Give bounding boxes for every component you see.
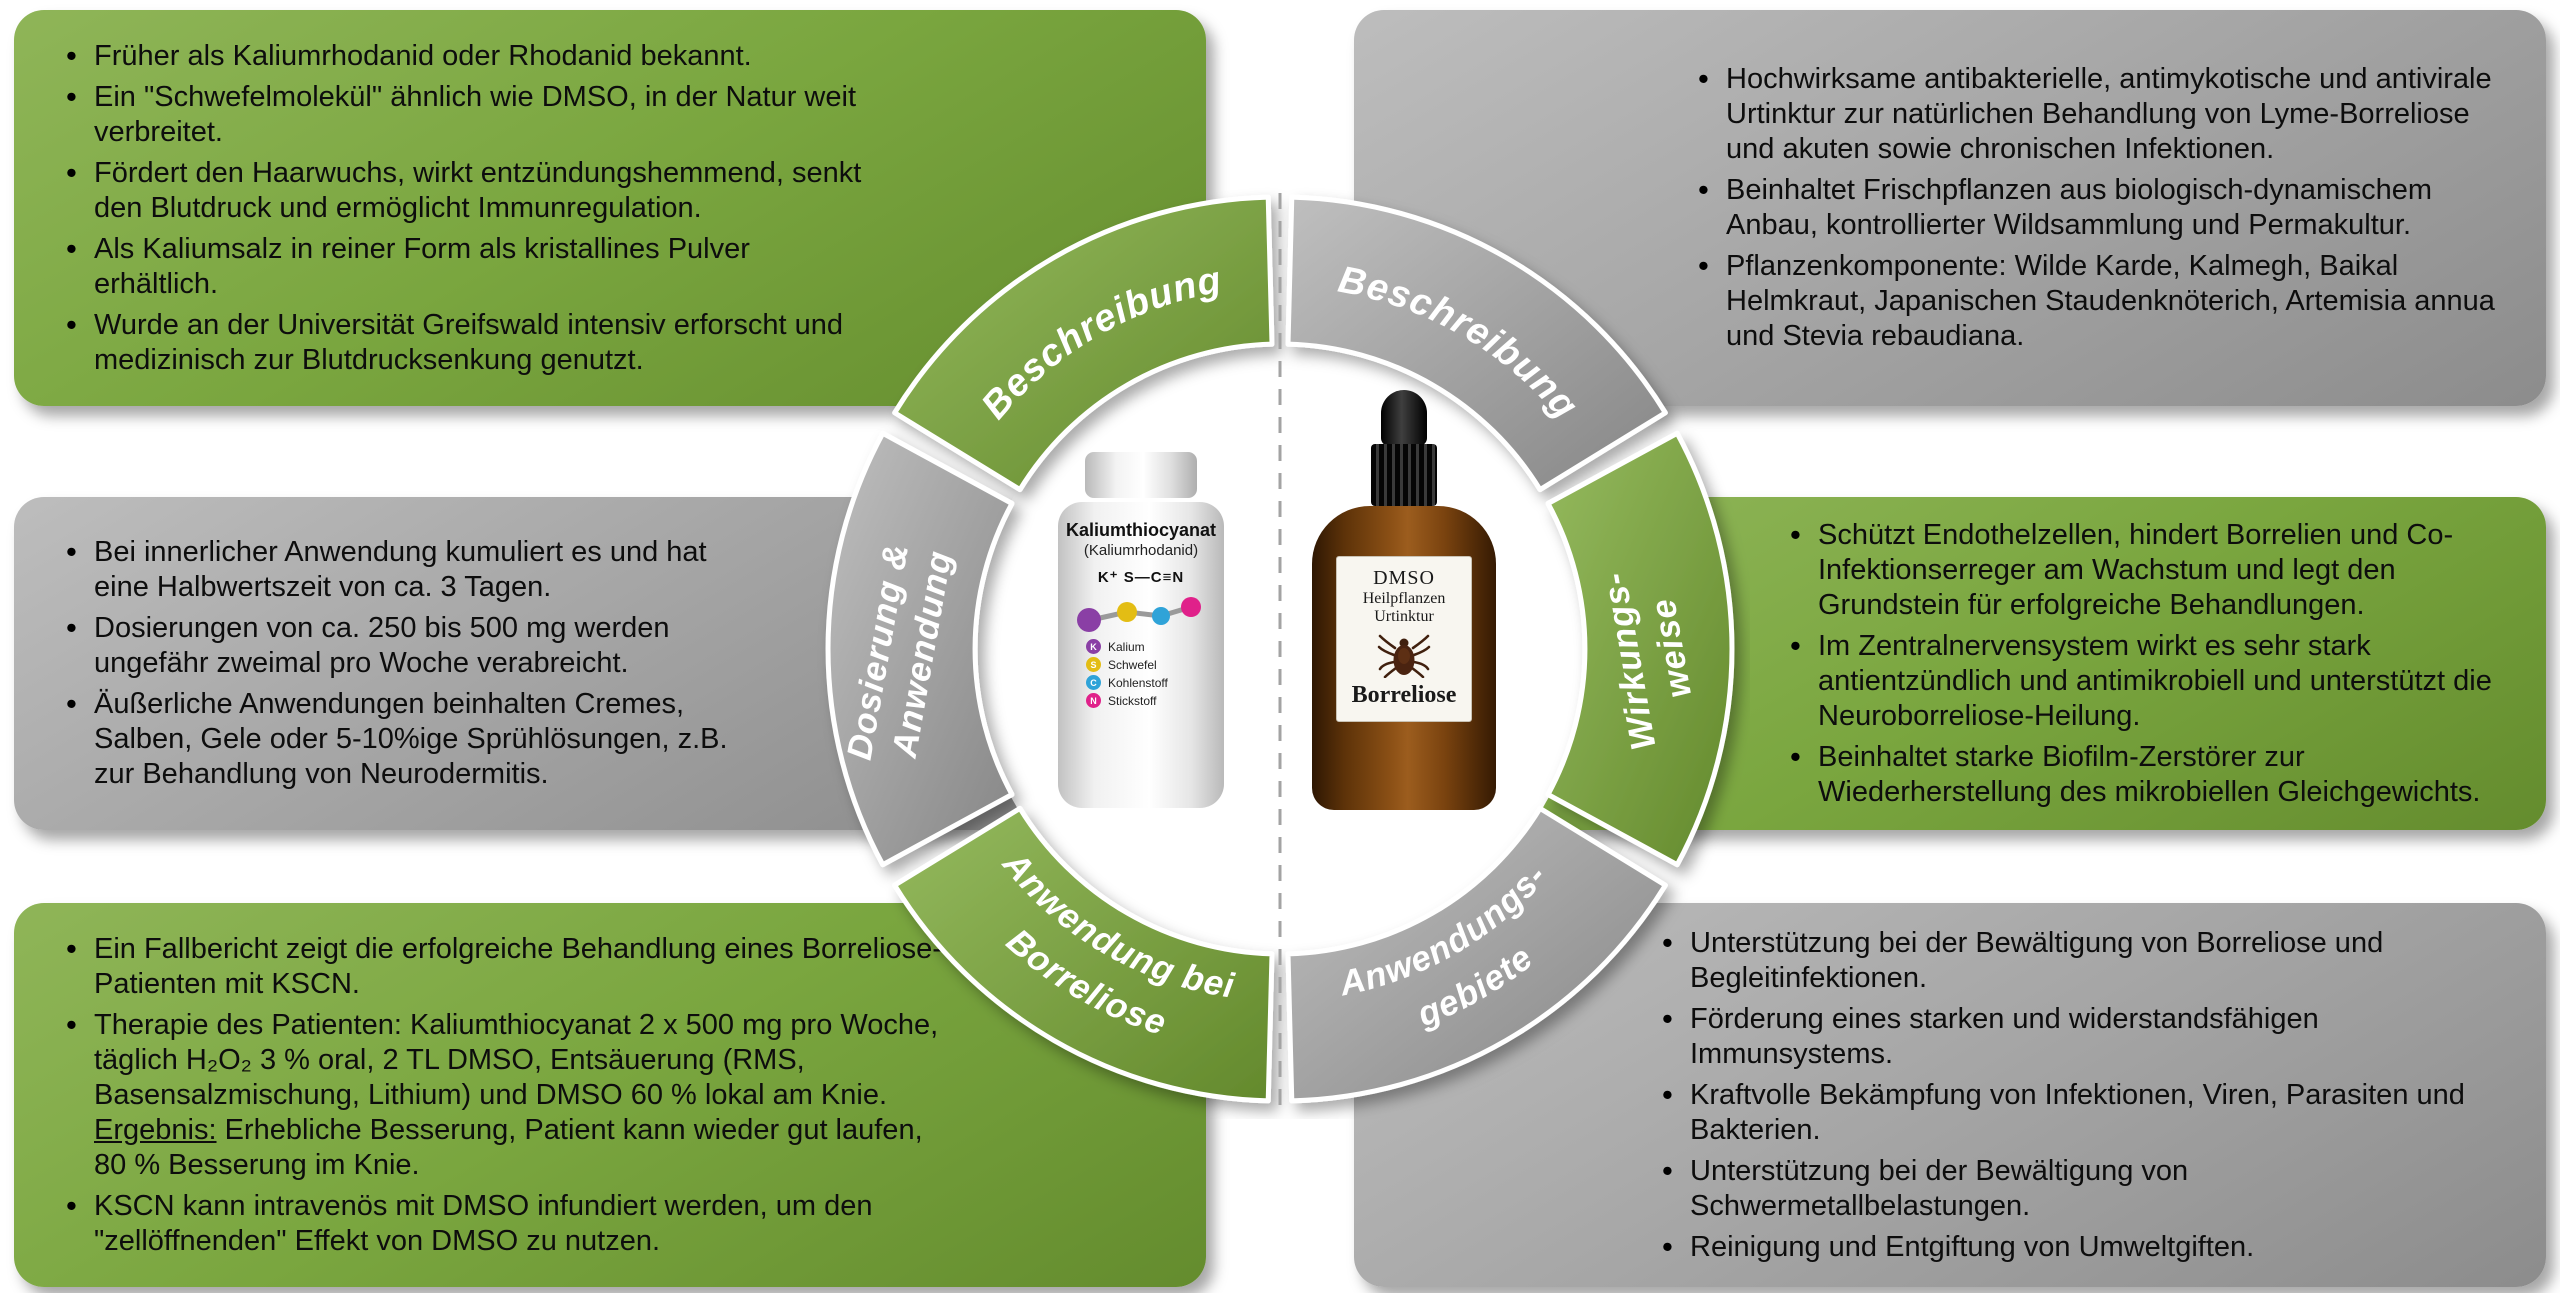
list-item: Früher als Kaliumrhodanid oder Rhodanid … bbox=[58, 38, 882, 74]
atom-schwefel bbox=[1117, 602, 1137, 622]
ring-segment-anwendungsgebiete bbox=[1285, 805, 1668, 1104]
list-item: KSCN kann intravenös mit DMSO infundiert… bbox=[58, 1188, 950, 1259]
text-part: Therapie des Patienten: Kaliumthiocyanat… bbox=[94, 1008, 939, 1111]
product-image-dmso-urtinktur: DMSO Heilpflanzen Urtinktur bbox=[1312, 390, 1496, 810]
bottle-title: Kaliumthiocyanat bbox=[1065, 520, 1217, 540]
list-item: Als Kaliumsalz in reiner Form als krista… bbox=[58, 231, 882, 302]
list-item: Pflanzenkomponente: Wilde Karde, Kalmegh… bbox=[1690, 248, 2496, 354]
list-item: Beinhaltet Frischpflanzen aus biologisch… bbox=[1690, 172, 2496, 243]
bottle-subtitle: (Kaliumrhodanid) bbox=[1083, 542, 1199, 559]
bottle-body: DMSO Heilpflanzen Urtinktur bbox=[1312, 506, 1496, 810]
legend-label: Kohlenstoff bbox=[1108, 675, 1168, 690]
list-item: Im Zentralnervensystem wirkt es sehr sta… bbox=[1782, 628, 2494, 734]
atom-kohlenstoff bbox=[1152, 607, 1170, 625]
label-line-heilpflanzen: Heilpflanzen bbox=[1362, 590, 1446, 607]
bullet-list: Bei innerlicher Anwendung kumuliert es u… bbox=[58, 529, 748, 798]
legend-label: Kalium bbox=[1108, 639, 1145, 654]
legend-dot-stickstoff: N bbox=[1086, 693, 1101, 708]
list-item: Dosierungen von ca. 250 bis 500 mg werde… bbox=[58, 610, 748, 681]
list-item: Förderung eines starken und widerstandsf… bbox=[1654, 1001, 2490, 1072]
chemical-formula: K⁺ S—C≡N bbox=[1097, 569, 1185, 586]
dropper-bulb bbox=[1381, 390, 1427, 446]
atom-stickstoff bbox=[1181, 597, 1201, 617]
list-item: Bei innerlicher Anwendung kumuliert es u… bbox=[58, 534, 748, 605]
dropper-cap bbox=[1371, 444, 1437, 506]
legend-row: S Schwefel bbox=[1086, 657, 1196, 672]
legend-label: Stickstoff bbox=[1108, 693, 1157, 708]
list-item: Hochwirksame antibakterielle, antimykoti… bbox=[1690, 61, 2496, 167]
legend-row: C Kohlenstoff bbox=[1086, 675, 1196, 690]
list-item: Therapie des Patienten: Kaliumthiocyanat… bbox=[58, 1007, 950, 1183]
ring-diagram: Beschreibung Beschreibung Dosierung & An… bbox=[825, 193, 1735, 1105]
list-item: Wurde an der Universität Greifswald inte… bbox=[58, 307, 882, 378]
list-item: Unterstützung bei der Bewältigung von Sc… bbox=[1654, 1153, 2490, 1224]
list-item: Äußerliche Anwendungen beinhalten Cremes… bbox=[58, 686, 748, 792]
ring-segment-beschreibung-right bbox=[1285, 194, 1668, 493]
label-line-urtinktur: Urtinktur bbox=[1374, 608, 1434, 625]
list-item: Ein "Schwefelmolekül" ähnlich wie DMSO, … bbox=[58, 79, 882, 150]
bullet-list: Ein Fallbericht zeigt die erfolgreiche B… bbox=[58, 926, 950, 1265]
ring-segment-wirkungsweise bbox=[1545, 430, 1735, 868]
tick-icon bbox=[1377, 634, 1431, 678]
legend-label: Schwefel bbox=[1108, 657, 1157, 672]
list-item: Fördert den Haarwuchs, wirkt entzündungs… bbox=[58, 155, 882, 226]
info-box-dosierung-anwendung-kscn: Bei innerlicher Anwendung kumuliert es u… bbox=[14, 497, 1024, 830]
atom-legend: K Kalium S Schwefel C Kohlenstoff N Stic… bbox=[1086, 639, 1196, 708]
legend-dot-kohlenstoff: C bbox=[1086, 675, 1101, 690]
underlined-text: Ergebnis: bbox=[94, 1113, 217, 1146]
info-box-beschreibung-kscn: Früher als Kaliumrhodanid oder Rhodanid … bbox=[14, 10, 1206, 406]
bottle-cap bbox=[1085, 452, 1197, 498]
legend-row: N Stickstoff bbox=[1086, 693, 1196, 708]
bullet-list: Unterstützung bei der Bewältigung von Bo… bbox=[1654, 920, 2490, 1271]
product-name: Borreliose bbox=[1351, 682, 1457, 708]
product-image-kaliumthiocyanat: Kaliumthiocyanat (Kaliumrhodanid) K⁺ S—C… bbox=[1058, 452, 1224, 808]
bullet-list: Früher als Kaliumrhodanid oder Rhodanid … bbox=[58, 33, 882, 384]
list-item: Reinigung und Entgiftung von Umweltgifte… bbox=[1654, 1229, 2490, 1265]
legend-row: K Kalium bbox=[1086, 639, 1196, 654]
ring-segment-anwendung-bei-borreliose bbox=[892, 805, 1275, 1104]
list-item: Schützt Endothelzellen, hindert Borrelie… bbox=[1782, 517, 2494, 623]
text-part: Erhebliche Besserung, Patient kann wiede… bbox=[94, 1113, 923, 1181]
molecule-diagram bbox=[1077, 597, 1201, 632]
bottle-body: Kaliumthiocyanat (Kaliumrhodanid) K⁺ S—C… bbox=[1058, 502, 1224, 808]
atom-kalium bbox=[1077, 608, 1101, 632]
label-line-dmso: DMSO bbox=[1373, 567, 1435, 589]
list-item: Unterstützung bei der Bewältigung von Bo… bbox=[1654, 925, 2490, 996]
legend-dot-schwefel: S bbox=[1086, 657, 1101, 672]
info-box-anwendung-bei-borreliose-kscn: Ein Fallbericht zeigt die erfolgreiche B… bbox=[14, 903, 1206, 1287]
list-item: Beinhaltet starke Biofilm-Zerstörer zur … bbox=[1782, 739, 2494, 810]
bullet-list: Schützt Endothelzellen, hindert Borrelie… bbox=[1782, 512, 2494, 816]
ring-segment-dosierung-anwendung bbox=[825, 430, 1015, 868]
bottle-label: DMSO Heilpflanzen Urtinktur bbox=[1336, 556, 1472, 722]
list-item: Kraftvolle Bekämpfung von Infektionen, V… bbox=[1654, 1077, 2490, 1148]
bullet-list: Hochwirksame antibakterielle, antimykoti… bbox=[1690, 56, 2496, 360]
legend-dot-kalium: K bbox=[1086, 639, 1101, 654]
ring-segment-beschreibung-left bbox=[892, 194, 1275, 493]
list-item: Ein Fallbericht zeigt die erfolgreiche B… bbox=[58, 931, 950, 1002]
